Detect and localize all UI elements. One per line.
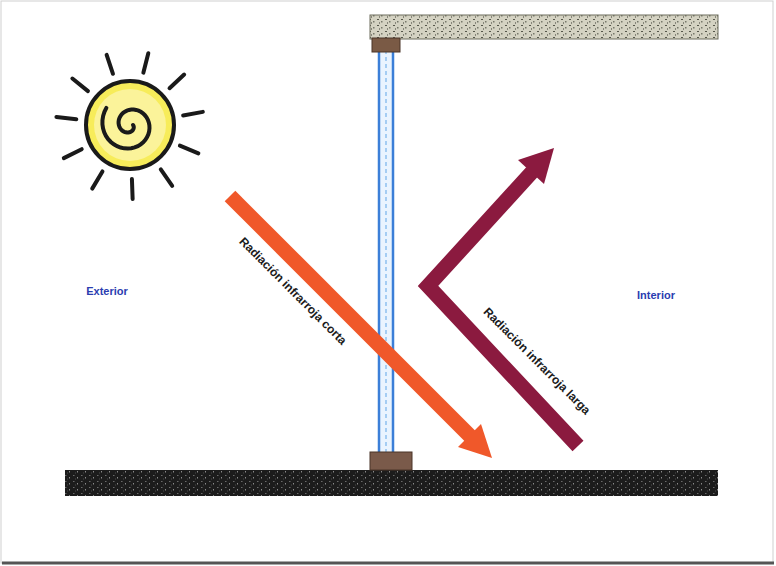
longwave-arrow <box>428 172 578 446</box>
arrow-head <box>458 424 492 458</box>
glass-edge <box>378 50 381 454</box>
sun-ray <box>64 149 82 158</box>
sun-ray <box>180 146 198 154</box>
arrow-head <box>518 148 554 184</box>
sun-ray <box>143 53 148 72</box>
region-label: Exterior <box>86 285 128 297</box>
glass-edge <box>392 50 395 454</box>
sun-ray <box>72 79 88 92</box>
ceiling-slab <box>370 15 718 39</box>
frame-shadow <box>2 562 774 565</box>
sun-ray <box>183 112 203 116</box>
region-label: Interior <box>637 289 675 301</box>
glass-edge <box>385 50 387 454</box>
sun-ray <box>92 171 102 188</box>
sun-ray <box>130 179 135 199</box>
sun-ray <box>170 75 185 89</box>
sun-ray <box>107 55 113 74</box>
sun-icon <box>56 53 202 199</box>
frame-block <box>370 452 412 470</box>
glass-pane <box>378 50 394 454</box>
sun-spiral <box>102 108 149 149</box>
floor-slab <box>65 470 718 496</box>
frame-block <box>372 38 400 52</box>
shortwave-arrow <box>230 196 470 436</box>
sun-ray <box>161 169 172 185</box>
sun-ray <box>56 117 76 119</box>
